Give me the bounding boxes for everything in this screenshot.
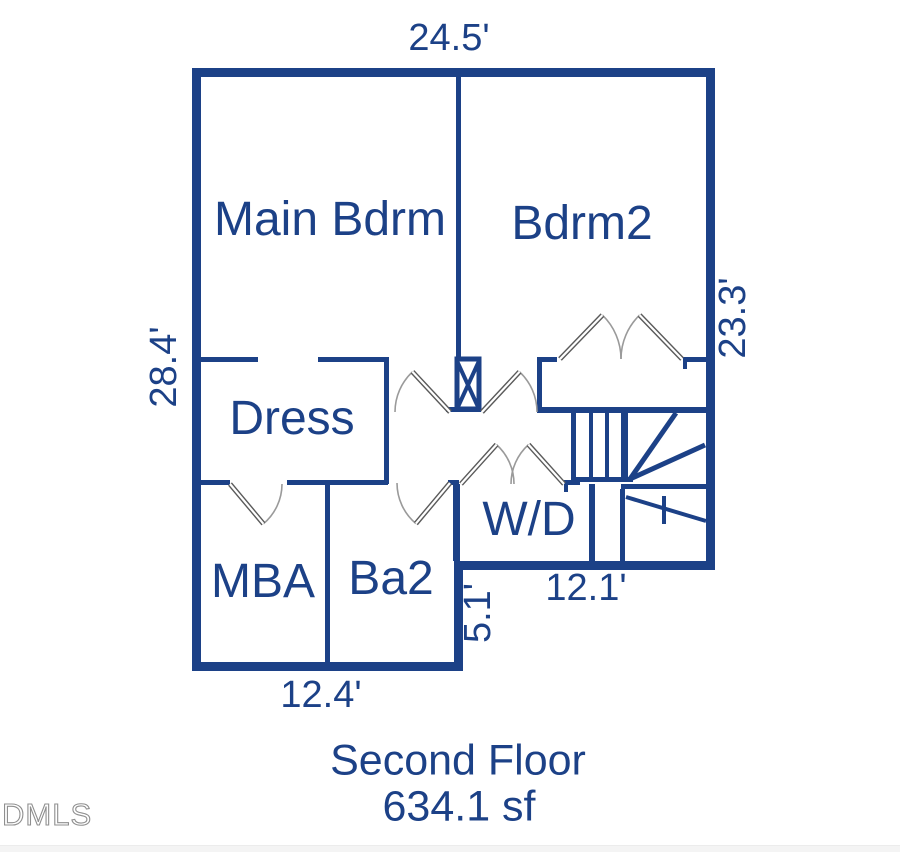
door-arc-wd-right xyxy=(510,444,530,485)
wall-center-divider xyxy=(456,77,461,360)
wall-right xyxy=(706,68,715,570)
dimension-bottom-right: 12.1' xyxy=(545,567,627,609)
room-label-ba2: Ba2 xyxy=(348,552,434,605)
wall-wd-right xyxy=(589,484,595,561)
stair-left-wall xyxy=(571,413,576,480)
door-arc-ba2 xyxy=(396,482,417,525)
door-arc-bdrm2-closet-left xyxy=(601,314,622,360)
wall-bdrm2-bottom-b xyxy=(683,357,706,362)
floor-title: Second Floor xyxy=(330,736,586,785)
dimension-notch: 5.1' xyxy=(457,582,499,644)
door-arc-hall-left xyxy=(394,371,414,413)
wall-bdrm2-bottom-a xyxy=(537,357,557,362)
wall-mainbdrm-bottom-a xyxy=(201,357,258,362)
room-label-mba: MBA xyxy=(210,555,316,608)
room-label-bdrm2: Bdrm2 xyxy=(511,197,653,250)
room-label-wd: W/D xyxy=(482,493,576,546)
wall-mba-top-a xyxy=(201,480,230,485)
door-arc-hall-right xyxy=(518,371,538,413)
stair-tread-2 xyxy=(605,413,609,477)
shaft-x-box xyxy=(454,356,482,412)
floor-area: 634.1 sf xyxy=(382,782,536,831)
door-arc-wd-left xyxy=(495,444,515,485)
wall-stair-bottom xyxy=(454,561,715,570)
wall-mba-top-b xyxy=(287,480,388,485)
wall-mba-ba2-divider xyxy=(325,485,330,662)
stair-tread-1 xyxy=(589,413,593,477)
outer-walls xyxy=(192,68,715,671)
wall-closet-jog xyxy=(537,357,542,410)
wall-top xyxy=(192,68,715,77)
wall-notch-right xyxy=(454,561,463,671)
room-label-main-bdrm: Main Bdrm xyxy=(213,193,447,246)
dimension-top: 24.5' xyxy=(408,17,490,59)
bottom-artifact-strip xyxy=(0,845,900,852)
door-leaves-inner xyxy=(229,314,683,525)
dimension-left: 28.4' xyxy=(143,326,185,408)
stair-tread-last xyxy=(621,413,628,482)
wall-wd-left xyxy=(453,484,460,561)
wall-bottom xyxy=(192,662,463,671)
wall-wd-jamb-tick xyxy=(564,480,568,492)
wall-left xyxy=(192,68,201,671)
dimension-right: 23.3' xyxy=(712,277,754,359)
wall-stair-top xyxy=(537,407,706,413)
room-label-dress: Dress xyxy=(229,392,355,445)
wall-bdrm2-jamb-tick xyxy=(683,357,687,369)
stair-landing-edge xyxy=(621,484,706,489)
wall-ba2-stub xyxy=(448,480,459,485)
watermark-dmls: DMLS xyxy=(1,796,93,832)
stair-winder-2 xyxy=(628,442,707,482)
stair-lower-wall xyxy=(620,489,625,561)
wall-mainbdrm-bottom-b xyxy=(318,357,388,362)
interior-walls xyxy=(201,77,706,662)
door-arc-bdrm2-closet-right xyxy=(620,314,641,360)
door-arcs xyxy=(262,314,641,525)
wall-dress-right xyxy=(384,357,389,484)
door-arc-mba xyxy=(262,483,283,525)
stairs xyxy=(571,411,707,561)
wall-wd-top-right xyxy=(564,480,580,485)
stair-winder-1 xyxy=(627,411,679,481)
stair-bottom-rail xyxy=(571,477,633,482)
dimension-bottom-left: 12.4' xyxy=(280,674,362,716)
